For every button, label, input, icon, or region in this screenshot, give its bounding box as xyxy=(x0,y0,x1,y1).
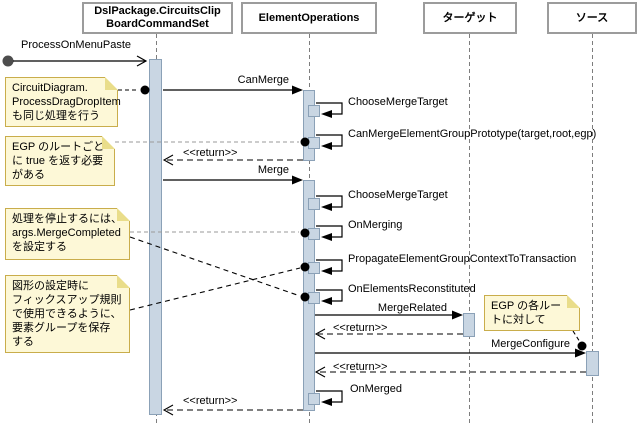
message-label-merge: Merge xyxy=(257,164,289,176)
self-call-onelementsreconstituted xyxy=(316,289,343,302)
return-arrow-2 xyxy=(314,328,463,340)
note-each-egp-root: EGP の各ルー トに対して xyxy=(484,295,580,331)
note2-anchor-dot xyxy=(300,137,310,147)
self-call-choosemergetarget2 xyxy=(316,195,343,208)
note-line: 処理を停止するには、 xyxy=(12,213,122,225)
note-line: トに対して xyxy=(491,314,546,326)
participant-label: BoardCommandSet xyxy=(106,18,209,30)
message-label-processonmenupaste: ProcessOnMenuPaste xyxy=(21,39,132,51)
activation-bar-target xyxy=(463,313,475,337)
note-line: を設定する xyxy=(12,241,67,253)
note-save-elementgroup: 図形の設定時に フィックスアップ規則 で使用できるように、 要素グループを保存 … xyxy=(5,275,130,353)
message-arrow-merge xyxy=(163,175,303,185)
note4-connector xyxy=(129,267,301,311)
note3-anchor-dot-reconstituted xyxy=(300,292,310,302)
note-line: も同じ処理を行う xyxy=(12,110,100,122)
note-line: 要素グループを保存 xyxy=(12,322,111,334)
return-label-2: <<return>> xyxy=(333,322,388,334)
note-line: EGP のルートごと xyxy=(12,141,105,153)
participant-label: DslPackage.CircuitsClip xyxy=(94,5,221,17)
note-fold-icon xyxy=(117,275,130,288)
return-label-1: <<return>> xyxy=(183,147,238,159)
message-label-onmerged: OnMerged xyxy=(350,383,402,395)
participant-target: ターゲット xyxy=(423,2,517,34)
message-label-onmerging: OnMerging xyxy=(348,219,403,231)
found-message-circle xyxy=(2,55,14,67)
note-line: がある xyxy=(12,169,45,181)
return-arrow-3 xyxy=(314,366,586,378)
note5-anchor-dot-mergeconfigure xyxy=(577,341,587,351)
return-arrow-4 xyxy=(162,404,303,416)
message-label-canmerge: CanMerge xyxy=(237,74,289,86)
message-label-propagate: PropagateElementGroupContextToTransactio… xyxy=(348,253,577,265)
note-line: で使用できるように、 xyxy=(12,308,122,320)
note-anchor-dots xyxy=(140,85,587,351)
note-line: フィックスアップ規則 xyxy=(12,294,122,306)
participant-label: ターゲット xyxy=(442,11,498,24)
found-message-arrow xyxy=(2,55,148,67)
note1-anchor-dot xyxy=(140,85,150,95)
activation-bar-self-choosemergetarget2 xyxy=(308,198,320,210)
message-label-mergeconfigure: MergeConfigure xyxy=(491,338,570,350)
message-label-onelementsreconstituted: OnElementsReconstituted xyxy=(348,283,476,295)
message-arrow-mergerelated xyxy=(315,310,463,320)
note-egp-return-true: EGP のルートごと に true を返す必要 がある xyxy=(5,136,115,186)
return-label-3: <<return>> xyxy=(333,361,388,373)
participant-label: ElementOperations xyxy=(258,11,360,24)
activation-bar-self-onmerged xyxy=(308,393,320,405)
self-call-choosemergetarget1 xyxy=(316,102,343,115)
note-line: args.MergeCompleted xyxy=(12,227,121,239)
participant-elementoperations: ElementOperations xyxy=(241,2,377,34)
self-call-propagate xyxy=(316,259,343,272)
note-line: EGP の各ルー xyxy=(491,300,562,312)
note-processdragdropitem: CircuitDiagram. ProcessDragDropItem も同じ処… xyxy=(5,77,121,127)
note-line: 図形の設定時に xyxy=(12,280,89,292)
note-fold-icon xyxy=(102,136,115,149)
message-label-choosemergetarget2: ChooseMergeTarget xyxy=(348,189,448,201)
note-line: する xyxy=(12,336,34,348)
note3-connector-black xyxy=(129,236,301,297)
note-fold-icon xyxy=(117,208,130,221)
return-arrow-1 xyxy=(162,154,303,166)
message-label-choosemergetarget1: ChooseMergeTarget xyxy=(348,96,448,108)
note-fold-icon xyxy=(567,295,580,308)
participant-source: ソース xyxy=(547,2,637,34)
note4-anchor-dot-propagate xyxy=(300,262,310,272)
activation-bar-self-choosemergetarget1 xyxy=(308,105,320,117)
participant-label: ソース xyxy=(575,11,609,24)
return-label-4: <<return>> xyxy=(183,395,238,407)
note5-connector xyxy=(572,330,581,343)
note-connectors xyxy=(115,89,581,343)
note3-anchor-dot-onmerging xyxy=(300,228,310,238)
self-call-onmerging xyxy=(316,225,343,238)
message-label-mergerelated: MergeRelated xyxy=(377,302,447,314)
note-line: に true を返す必要 xyxy=(12,155,104,167)
note-line: ProcessDragDropItem xyxy=(12,96,121,108)
message-arrow-mergeconfigure xyxy=(315,348,586,358)
message-arrow-canmerge xyxy=(163,85,303,95)
participant-commandset: DslPackage.CircuitsClip BoardCommandSet xyxy=(82,2,233,34)
message-label-canmergeegp: CanMergeElementGroupPrototype(target,roo… xyxy=(348,128,597,140)
note-mergecompleted: 処理を停止するには、 args.MergeCompleted を設定する xyxy=(5,208,130,260)
activation-bar-commandset xyxy=(149,59,162,415)
note-line: CircuitDiagram. xyxy=(12,82,88,94)
self-call-onmerged xyxy=(316,390,343,403)
self-call-canmergeegp xyxy=(316,134,343,147)
note-fold-icon xyxy=(105,77,118,90)
self-call-loops xyxy=(316,102,343,406)
activation-bar-source xyxy=(586,351,599,376)
